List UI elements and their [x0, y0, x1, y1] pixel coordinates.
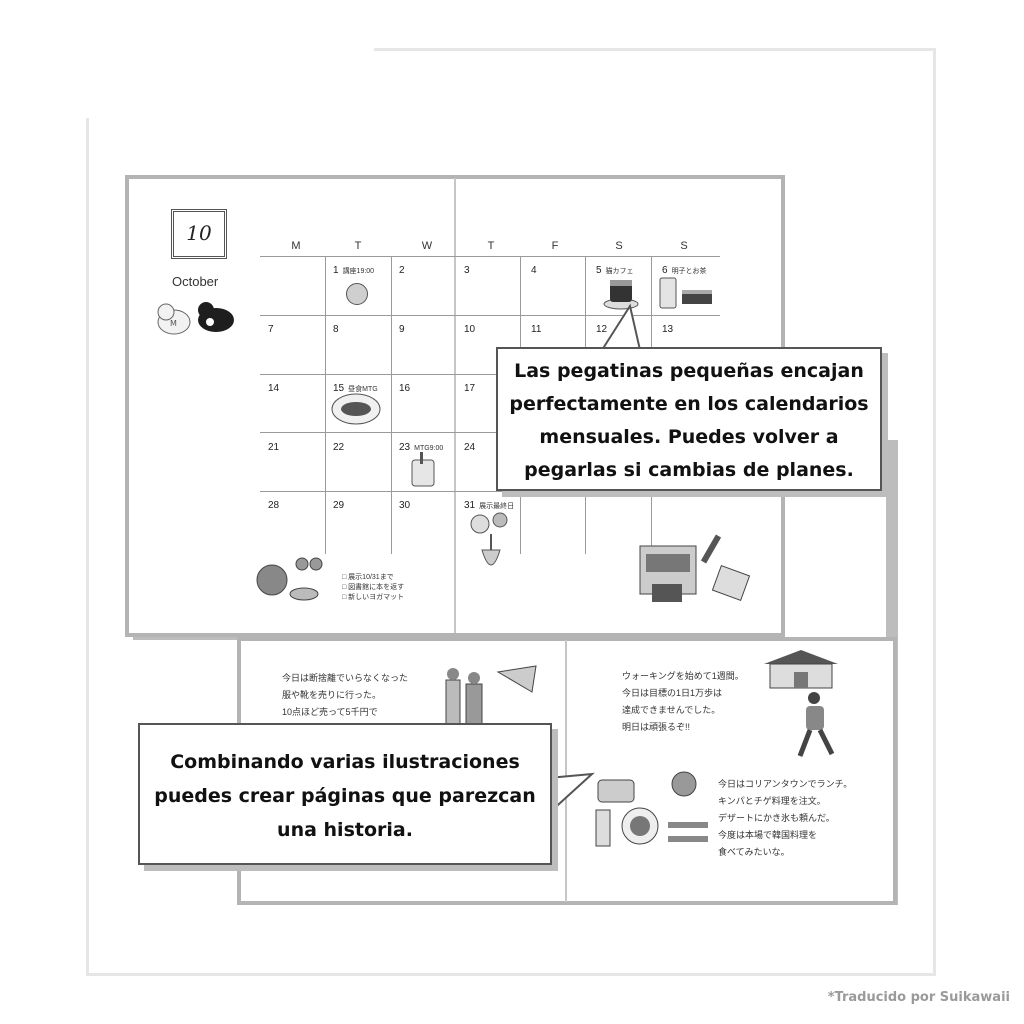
planner-spine: [565, 640, 567, 902]
bubble-line: perfectamente en los calendarios: [509, 393, 869, 415]
diary-entry: 今日は断捨離でいらなくなった 服や靴を売りに行った。 10点ほど売って5千円で: [282, 673, 409, 717]
month-label: October: [172, 274, 219, 289]
cookie-sticker-icon: [346, 283, 368, 305]
svg-text:M: M: [170, 319, 177, 328]
bubble-line: puedes crear páginas que parezcan: [154, 785, 536, 807]
weekday-fri: F: [551, 240, 559, 252]
building-sticker-icon: [764, 650, 838, 689]
grid-line: [260, 491, 720, 492]
credit-text: *Traducido por Suikawaii: [827, 990, 1010, 1005]
checklist-item: □ 新しいヨガマット: [342, 594, 405, 601]
weekday-thu: T: [487, 240, 495, 252]
weekday-sat: S: [615, 240, 623, 252]
walking-person-icon: [797, 692, 835, 757]
grid-line: [260, 374, 720, 375]
calendar-cell: 16: [399, 383, 411, 394]
calendar-cell: 2: [399, 265, 405, 276]
checklist-item: □ 展示10/31まで: [342, 574, 394, 581]
grid-line: [325, 256, 326, 554]
speech-bubble-bottom: Combinando varias ilustraciones puedes c…: [138, 723, 552, 865]
plate-sticker-icon: [331, 393, 381, 425]
bubble-line: pegarlas si cambias de planes.: [524, 459, 854, 481]
grid-line: [391, 256, 392, 554]
calendar-cell: 7: [268, 324, 274, 335]
checklist-item: □ 図書館に本を返す: [342, 584, 405, 591]
calendar-cell: 10: [464, 324, 476, 335]
calendar-cell: 14: [268, 383, 280, 394]
diary-entry: 今日はコリアンタウンでランチ。 キンパとチゲ料理を注文。 デザートにかき氷も頼ん…: [718, 779, 853, 857]
calendar-cell: 4: [531, 265, 537, 276]
people-sticker-icon: [445, 665, 537, 725]
todo-checklist: □ 展示10/31まで □ 図書館に本を返す □ 新しいヨガマット: [342, 573, 404, 603]
calendar-cell: 8: [333, 324, 339, 335]
weekday-mon: M: [291, 240, 301, 252]
bubble-line: mensuales. Puedes volver a: [539, 426, 839, 448]
grid-line: [260, 432, 720, 433]
juice-sticker-icon: [411, 452, 435, 487]
calendar-cell: 12: [596, 324, 608, 335]
diary-entry: ウォーキングを始めて1週間。 今日は目標の1日1万歩は 達成できませんでした。 …: [622, 671, 744, 732]
shop-sticker-icon: [639, 534, 751, 602]
planner-spine: [454, 178, 456, 633]
calendar-cell: 17: [464, 383, 476, 394]
calendar-cell: 13: [662, 324, 674, 335]
bubble-line: Las pegatinas pequeñas encajan: [514, 360, 864, 382]
bubble-tail: [601, 303, 641, 351]
calendar-cell: 9: [399, 324, 405, 335]
speech-bubble-top: Las pegatinas pequeñas encajan perfectam…: [496, 347, 882, 491]
calendar-cell: 21: [268, 442, 280, 453]
dog-stickers-icon: M: [157, 302, 234, 335]
calendar-cell: 29: [333, 500, 345, 511]
flower-vase-sticker-icon: [470, 512, 508, 566]
calendar-cell: 24: [464, 442, 476, 453]
bubble-line: una historia.: [277, 819, 413, 841]
calendar-cell: 22: [333, 442, 345, 453]
weekday-tue: T: [354, 240, 362, 252]
calendar-cell: 30: [399, 500, 411, 511]
calendar-cell: 28: [268, 500, 280, 511]
grid-line: [260, 256, 720, 257]
weekday-sun: S: [680, 240, 688, 252]
bubble-tail: [548, 772, 595, 815]
korean-food-sticker-icon: [595, 771, 708, 847]
weekday-wed: W: [421, 240, 433, 252]
frame-notch: [78, 40, 374, 118]
grid-line: [260, 315, 720, 316]
calendar-cell: 11: [531, 324, 542, 335]
calendar-cell: 3: [464, 265, 470, 276]
drink-sticker-icon: [659, 277, 712, 309]
date-stamp: 10: [171, 209, 227, 259]
bubble-line: Combinando varias ilustraciones: [170, 751, 520, 773]
teapot-sticker-icon: [256, 557, 323, 601]
